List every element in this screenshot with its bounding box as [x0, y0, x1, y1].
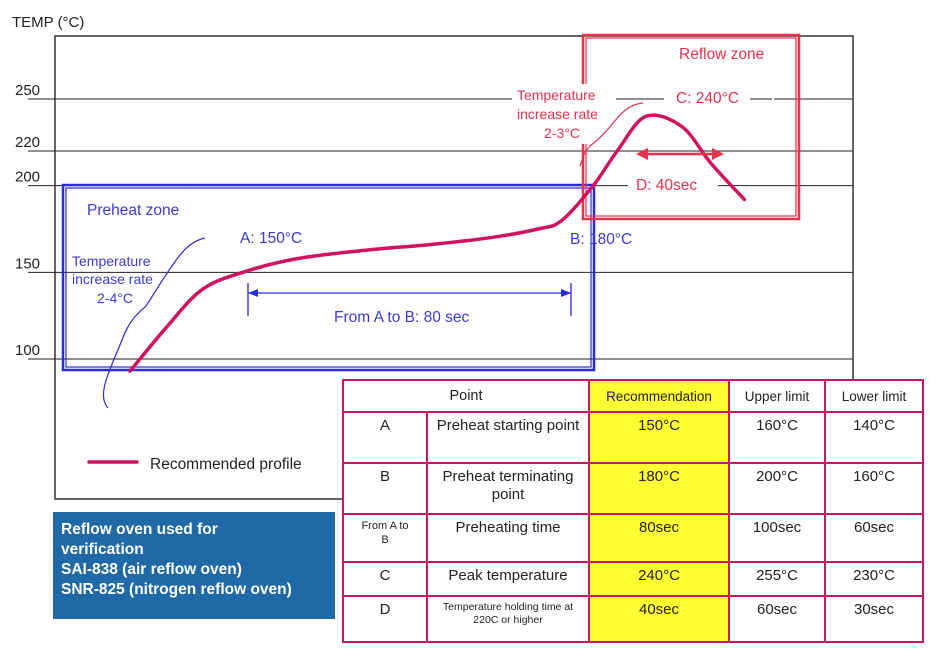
- rate1-annotation: Temperature increase rate 2-4°C: [72, 237, 206, 409]
- y-tick-labels: 100 150 200 220 250: [15, 82, 55, 360]
- y-axis-title: TEMP (°C): [12, 14, 84, 31]
- row-recommendation: 180°C: [588, 462, 730, 515]
- preheat-zone: Preheat zone: [61, 183, 596, 372]
- header-lower-limit: Lower limit: [824, 379, 924, 413]
- rate2-line2: increase rate: [517, 106, 598, 122]
- profile-curve: [128, 113, 747, 373]
- preheat-zone-frame-inner: [65, 187, 592, 368]
- row-recommendation: 40sec: [588, 595, 730, 643]
- label-mask-rate2: [512, 84, 616, 144]
- row-recommendation: 240°C: [588, 561, 730, 597]
- rate2-bracket: [579, 102, 644, 167]
- reflow-spec-table: Point Recommendation Upper limit Lower l…: [342, 379, 924, 643]
- info-line-1: Reflow oven used for: [61, 521, 218, 538]
- header-recommendation: Recommendation: [588, 379, 730, 413]
- row-lower: 60sec: [824, 513, 924, 563]
- reflow-oven-info-box: Reflow oven used for verification SAI-83…: [53, 512, 335, 619]
- header-upper-limit: Upper limit: [728, 379, 826, 413]
- rate1-line3: 2-4°C: [97, 290, 133, 306]
- row-upper: 255°C: [728, 561, 826, 597]
- y-tick-label-150: 150: [15, 255, 40, 272]
- y-tick-label-250: 250: [15, 82, 40, 99]
- row-id: C: [342, 561, 428, 597]
- a-to-b-arrow: [247, 283, 572, 316]
- row-id: B: [342, 462, 428, 515]
- row-upper: 160°C: [728, 411, 826, 464]
- row-id: A: [342, 411, 428, 464]
- rate1-line1: Temperature: [72, 253, 151, 269]
- row-recommendation: 150°C: [588, 411, 730, 464]
- row-point: Temperature holding time at 220C or high…: [426, 595, 590, 643]
- header-point: Point: [342, 379, 590, 413]
- rate2-annotation: Temperature increase rate 2-3°C: [517, 87, 644, 167]
- reflow-zone-label: Reflow zone: [679, 46, 764, 63]
- table-header-row: Point Recommendation Upper limit Lower l…: [342, 379, 924, 413]
- rate2-line3: 2-3°C: [544, 125, 580, 141]
- row-upper: 60sec: [728, 595, 826, 643]
- row-id: D: [342, 595, 428, 643]
- label-mask-c: [632, 86, 774, 108]
- y-tick-label-220: 220: [15, 134, 40, 151]
- row-upper: 100sec: [728, 513, 826, 563]
- y-tick-label-100: 100: [15, 342, 40, 359]
- point-c-label: C: 240°C: [676, 90, 739, 107]
- rate2-line1: Temperature: [517, 87, 596, 103]
- info-line-3: SAI-838 (air reflow oven): [61, 561, 242, 578]
- row-lower: 160°C: [824, 462, 924, 515]
- d-arrow: [636, 148, 724, 160]
- table-row: B Preheat terminating point 180°C 200°C …: [342, 462, 924, 515]
- table-row: D Temperature holding time at 220C or hi…: [342, 595, 924, 643]
- table-row: From A to B Preheating time 80sec 100sec…: [342, 513, 924, 563]
- row-point: Preheat terminating point: [426, 462, 590, 515]
- point-b-label: B: 180°C: [570, 231, 632, 248]
- row-lower: 230°C: [824, 561, 924, 597]
- preheat-zone-frame: [61, 183, 596, 372]
- y-tick-label-200: 200: [15, 169, 40, 186]
- point-d-label: D: 40sec: [636, 177, 697, 194]
- row-point: Preheating time: [426, 513, 590, 563]
- table-row: C Peak temperature 240°C 255°C 230°C: [342, 561, 924, 597]
- info-line-4: SNR-825 (nitrogen reflow oven): [61, 581, 292, 598]
- label-mask-d: [628, 174, 718, 196]
- a-to-b-label: From A to B: 80 sec: [334, 309, 470, 326]
- row-point: Preheat starting point: [426, 411, 590, 464]
- rate1-line2: increase rate: [72, 271, 153, 287]
- info-line-2: verification: [61, 541, 144, 558]
- preheat-zone-label: Preheat zone: [87, 202, 179, 219]
- row-lower: 30sec: [824, 595, 924, 643]
- rate1-bracket: [102, 237, 206, 409]
- row-id: From A to B: [342, 513, 428, 563]
- table-row: A Preheat starting point 150°C 160°C 140…: [342, 411, 924, 464]
- row-upper: 200°C: [728, 462, 826, 515]
- point-a-label: A: 150°C: [240, 230, 302, 247]
- row-point: Peak temperature: [426, 561, 590, 597]
- row-recommendation: 80sec: [588, 513, 730, 563]
- row-lower: 140°C: [824, 411, 924, 464]
- legend-label: Recommended profile: [150, 456, 302, 473]
